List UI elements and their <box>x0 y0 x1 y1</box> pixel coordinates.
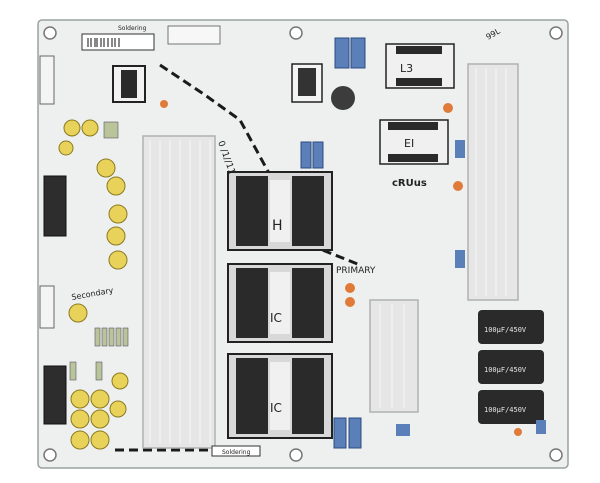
heatsink-right-mid <box>369 299 419 413</box>
blue-small-parts <box>396 140 546 436</box>
heatsink-right-top-fins <box>475 68 507 296</box>
svg-text:100µF/450V: 100µF/450V <box>484 406 527 414</box>
resistor-array-left <box>69 121 129 381</box>
svg-text:IC: IC <box>270 401 282 415</box>
relay-top-core <box>298 68 316 96</box>
soldering-label-bottom: Soldering <box>222 449 251 456</box>
main-transformer-2: IC <box>227 263 333 343</box>
barcode-icon <box>87 38 120 47</box>
aux-transformer-core <box>121 70 137 98</box>
large-electrolytic-capacitors: 100µF/450V 100µF/450V 100µF/450V <box>478 310 544 424</box>
small-electrolytic-caps-left <box>58 119 129 450</box>
film-capacitors-top <box>300 37 366 449</box>
aux-transformer-L3: L3 <box>385 43 455 89</box>
main-transformer-3: IC <box>227 353 333 439</box>
svg-text:H: H <box>272 218 283 234</box>
cert-mark: cRUus <box>392 178 427 189</box>
svg-text:L3: L3 <box>400 62 413 75</box>
barcode-label <box>81 33 155 51</box>
svg-text:IC: IC <box>270 311 282 325</box>
svg-text:EI: EI <box>404 137 414 150</box>
primary-label: PRIMARY <box>336 266 376 276</box>
main-transformer-1: H <box>227 171 333 251</box>
heatsink-left-fins <box>149 140 211 444</box>
connector-left-low <box>39 285 55 329</box>
toroid-inductor <box>331 86 355 110</box>
heatsink-left <box>142 135 216 449</box>
soldering-label-top: Soldering <box>118 25 147 32</box>
mounting-holes <box>43 26 563 462</box>
connector-left-bottom <box>43 365 67 425</box>
svg-text:100µF/450V: 100µF/450V <box>484 326 527 334</box>
connector-left-mid <box>43 175 67 237</box>
model-label <box>167 25 221 45</box>
heatsink-right-mid-fins <box>379 304 405 408</box>
connector-left-top <box>39 55 55 105</box>
ceramic-capacitors <box>160 100 522 436</box>
svg-text:100µF/450V: 100µF/450V <box>484 366 527 374</box>
soldering-arrow-bottom <box>211 445 261 457</box>
aux-transformer-EI: EI <box>379 119 449 165</box>
